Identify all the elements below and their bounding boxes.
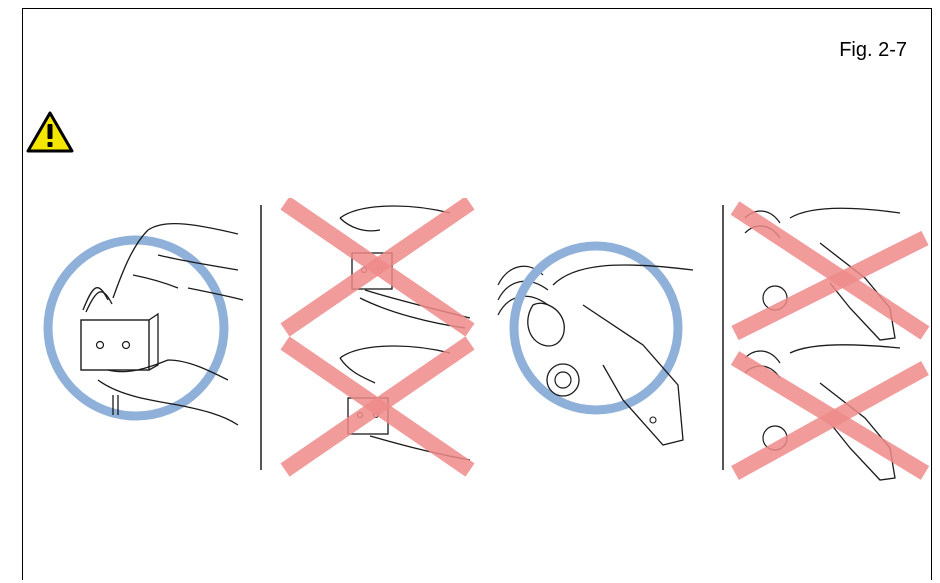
divider bbox=[722, 205, 724, 470]
warning-triangle-icon bbox=[25, 110, 75, 154]
wrong-hold-upper bbox=[735, 208, 925, 340]
illustration-wrong-hold-a bbox=[280, 198, 480, 478]
divider bbox=[260, 205, 262, 470]
illustration-correct-hold-b bbox=[493, 225, 713, 465]
wrong-hold-upper bbox=[285, 203, 470, 330]
wrong-hold-lower bbox=[285, 343, 470, 470]
figure-label: Fig. 2-7 bbox=[839, 39, 907, 62]
illustration-wrong-hold-b bbox=[730, 198, 930, 483]
wrong-hold-lower bbox=[735, 345, 925, 480]
illustration-correct-hold-a bbox=[38, 200, 248, 450]
